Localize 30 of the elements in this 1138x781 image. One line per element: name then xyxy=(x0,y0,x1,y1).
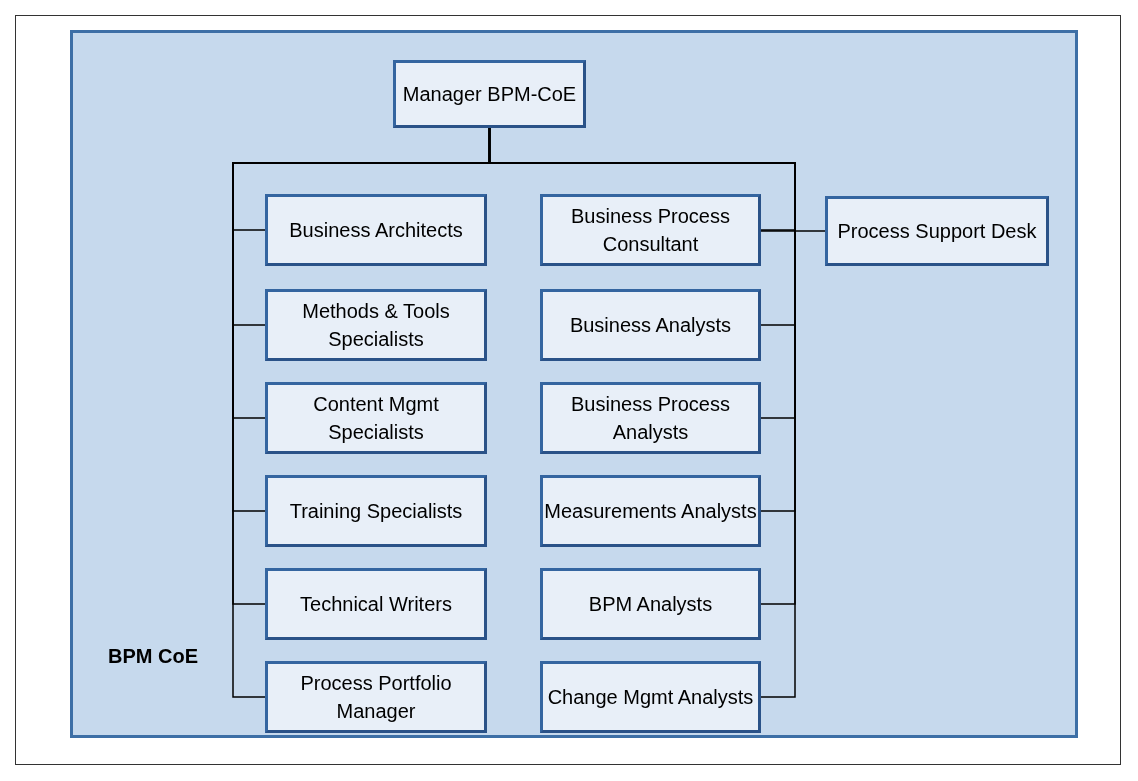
role-label: Business Architects xyxy=(289,218,463,243)
role-box xyxy=(393,60,586,128)
role-label: Methods & Tools Specialists xyxy=(301,299,451,352)
role-label: Measurements Analysts xyxy=(544,499,757,524)
role-box xyxy=(265,568,487,640)
role-label: Manager BPM-CoE xyxy=(402,82,577,107)
role-label: Business Process Analysts xyxy=(570,392,731,445)
role-label: Process Portfolio Manager xyxy=(299,671,453,724)
connector-line xyxy=(760,230,826,232)
role-box xyxy=(265,475,487,547)
role-box xyxy=(265,289,487,361)
role-box xyxy=(540,568,761,640)
role-box xyxy=(265,382,487,454)
group-label: BPM CoE xyxy=(108,645,198,668)
role-label: Change Mgmt Analysts xyxy=(547,685,754,710)
role-box xyxy=(540,194,761,266)
role-label: Content Mgmt Specialists xyxy=(312,392,440,445)
role-box xyxy=(540,289,761,361)
role-box xyxy=(825,196,1049,266)
role-box xyxy=(540,661,761,733)
role-box xyxy=(540,382,761,454)
role-box xyxy=(265,661,487,733)
role-label: BPM Analysts xyxy=(588,592,713,617)
role-label: Business Process Consultant xyxy=(570,204,731,257)
role-label: Training Specialists xyxy=(289,499,463,524)
role-label: Business Analysts xyxy=(569,313,732,338)
role-label: Technical Writers xyxy=(300,592,452,617)
role-box xyxy=(540,475,761,547)
role-box xyxy=(265,194,487,266)
role-label: Process Support Desk xyxy=(837,219,1037,244)
